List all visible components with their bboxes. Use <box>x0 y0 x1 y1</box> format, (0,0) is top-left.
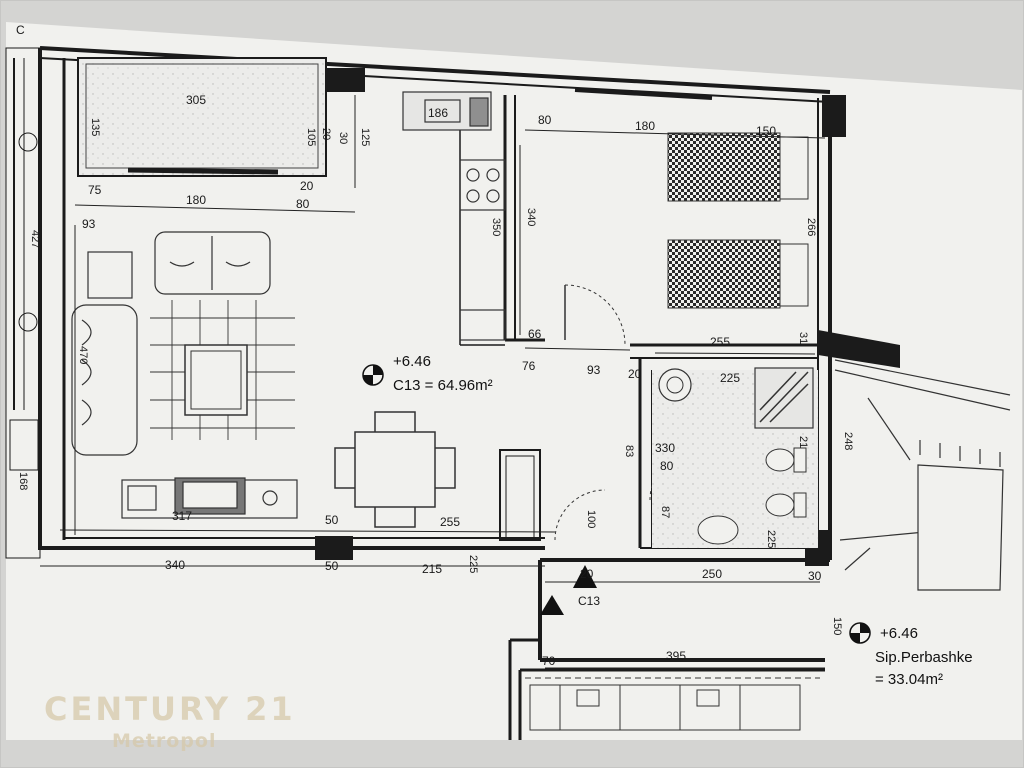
dim-label: 340 <box>165 558 185 572</box>
dim-label: 66 <box>528 327 542 341</box>
common-area-size: = 33.04m² <box>875 671 943 688</box>
dim-label: 20 <box>300 179 314 193</box>
dim-label: 70 <box>542 654 556 668</box>
dim-label: 20 <box>580 567 594 581</box>
dim-label: 30 <box>808 569 822 583</box>
dim-label: 93 <box>82 217 96 231</box>
kitchen-counter <box>402 91 506 341</box>
level-marker-main <box>362 364 384 386</box>
dim-label: 125 <box>359 128 371 146</box>
dim-label: 30 <box>337 132 349 144</box>
dim-label: 76 <box>522 359 536 373</box>
dim-label: 31 <box>797 332 809 344</box>
dim-label: 100 <box>585 510 597 528</box>
dim-label: 255 <box>440 515 460 529</box>
common-area-name: Sip.Perbashke <box>875 649 973 666</box>
dim-label: 350 <box>490 218 502 236</box>
watermark-office: Metropol <box>112 730 217 752</box>
watermark-brand: CENTURY 21 <box>44 690 296 728</box>
dim-label: 21 <box>797 436 809 448</box>
dim-label: 83 <box>623 445 635 457</box>
bathroom <box>652 367 818 548</box>
windows <box>13 58 713 410</box>
dim-label: 87 <box>659 506 671 518</box>
dim-label: 305 <box>186 93 206 107</box>
dim-label: 93 <box>587 363 601 377</box>
dim-label: 225 <box>720 371 740 385</box>
dim-label: 395 <box>666 649 686 663</box>
side-table <box>87 251 133 299</box>
beds <box>667 132 809 309</box>
balcony <box>77 57 327 177</box>
dim-label: 266 <box>805 218 817 236</box>
corridor-marker <box>540 565 597 615</box>
main-unit-elevation: +6.46 <box>393 353 431 370</box>
coffee-table <box>184 344 248 416</box>
dim-label: 255 <box>710 335 730 349</box>
main-unit-area: C13 = 64.96m² <box>393 377 493 394</box>
dim-label: 150 <box>756 124 776 138</box>
tv-unit <box>121 477 298 519</box>
dim-label: 427 <box>29 230 41 248</box>
left-facade <box>5 47 41 559</box>
dim-label: 80 <box>660 459 674 473</box>
page-marker: C <box>16 23 25 37</box>
dim-label: 135 <box>89 118 101 136</box>
dim-label: 330 <box>655 441 675 455</box>
corridor-code: C13 <box>578 594 600 608</box>
dim-label: 215 <box>422 562 442 576</box>
dim-label: 225 <box>467 555 479 573</box>
dim-label: 186 <box>428 106 448 120</box>
coffee-table-top <box>190 350 242 410</box>
dimension-lines <box>40 95 826 669</box>
dim-label: 180 <box>635 119 655 133</box>
stair-area <box>834 359 1011 591</box>
dim-label: 248 <box>842 432 854 450</box>
dim-label: 225 <box>765 530 777 548</box>
common-area-elevation: +6.46 <box>880 625 918 642</box>
dim-label: 80 <box>538 113 552 127</box>
dim-label: 180 <box>186 193 206 207</box>
dim-label: 80 <box>296 197 310 211</box>
dining-table <box>334 411 456 528</box>
dim-label: 168 <box>17 472 29 490</box>
corridor-cabinets <box>525 677 820 731</box>
dim-label: 150 <box>831 617 843 635</box>
dim-label: 317 <box>172 509 192 523</box>
sofa-left <box>71 304 138 456</box>
level-marker-common <box>849 622 871 644</box>
dim-label: 75 <box>88 183 102 197</box>
dim-label: 50 <box>325 559 339 573</box>
dim-label: 20 <box>320 128 332 140</box>
dim-label: 250 <box>702 567 722 581</box>
sofa-top <box>154 231 271 295</box>
dim-label: 470 <box>77 346 89 364</box>
dim-label: 105 <box>305 128 317 146</box>
dim-label: 340 <box>525 208 537 226</box>
dim-label: 20 <box>628 367 642 381</box>
dim-label: 50 <box>325 513 339 527</box>
